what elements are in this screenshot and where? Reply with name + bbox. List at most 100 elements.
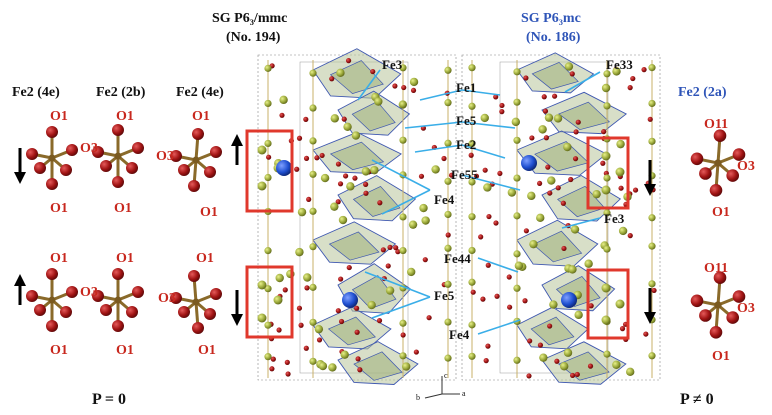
iron-atom [480, 113, 489, 123]
callout-fe33: Fe33 [606, 57, 633, 72]
oxygen-atom [270, 356, 276, 362]
site-label-fe2-2a: Fe2 (2a) [678, 85, 727, 100]
oxygen-atom [448, 172, 455, 178]
iron-atom [264, 285, 272, 293]
iron-atom [264, 173, 272, 182]
oxygen-atom [276, 327, 282, 333]
o1-label: O1 [114, 201, 132, 216]
iron-atom [275, 273, 284, 283]
oxygen-atom [192, 322, 204, 334]
callout-fe4: Fe4 [434, 192, 455, 207]
oxygen-atom [335, 161, 342, 167]
iron-atom [343, 122, 352, 131]
oxygen-atom [338, 318, 345, 325]
iron-atom [408, 220, 418, 229]
oxygen-atom [304, 285, 310, 291]
fe2-atom-highlighted [257, 313, 267, 323]
oxygen-atom [298, 322, 304, 328]
iron-atom [529, 239, 538, 249]
iron-atom [431, 165, 440, 174]
oxygen-atom [552, 93, 558, 99]
oxygen-atom [92, 146, 104, 158]
iron-atom [616, 139, 625, 149]
oxygen-atom [363, 190, 369, 196]
iron-atom [295, 247, 304, 257]
left-space-group-title: SG P6₃/mmc [212, 11, 288, 26]
iron-atom [603, 350, 611, 358]
iron-atom [361, 167, 371, 176]
callout-fe3: Fe3 [382, 57, 403, 72]
iron-atom [547, 176, 556, 185]
oxygen-atom [376, 318, 383, 324]
iron-atom [648, 242, 656, 250]
iron-atom [370, 165, 379, 175]
iron-atom [568, 265, 577, 274]
oxygen-atom [690, 294, 704, 308]
oxygen-atom [296, 135, 303, 141]
o1-label: O1 [712, 205, 730, 220]
oxygen-atom [499, 109, 505, 115]
iron-atom [399, 136, 407, 144]
oxygen-atom [641, 67, 647, 73]
iron-atom [468, 321, 476, 329]
iron-atom [564, 62, 574, 71]
iron-atom [399, 213, 407, 221]
oxygen-atom [346, 264, 352, 271]
iron-atom [513, 68, 521, 76]
callout-fe2: Fe2 [456, 137, 477, 152]
oxygen-atom [470, 289, 476, 295]
oxygen-atom [473, 173, 480, 179]
oxygen-atom [343, 173, 349, 179]
iron-atom [648, 280, 656, 288]
oxygen-atom [132, 142, 144, 154]
iron-atom [648, 214, 656, 222]
oxygen-atom [529, 135, 535, 141]
oxygen-atom [732, 148, 746, 161]
oxygen-atom [497, 170, 503, 177]
oxygen-atom [541, 94, 547, 100]
polyhedron-face [328, 231, 380, 261]
oxygen-atom [570, 372, 576, 379]
oxygen-atom [418, 173, 425, 179]
oxygen-atom [422, 257, 428, 263]
fe2-atom-highlighted [273, 295, 283, 305]
oxygen-atom [547, 190, 553, 196]
oxygen-atom [545, 164, 551, 170]
fe2-atom [48, 296, 56, 304]
oxygen-atom [400, 332, 406, 338]
oxygen-atom [34, 304, 46, 316]
oxygen-atom [468, 152, 474, 158]
oxygen-atom [632, 187, 639, 193]
oxygen-atom [363, 181, 369, 187]
fe2-atom [192, 298, 200, 306]
oxygen-atom [355, 356, 361, 362]
o3-label: O3 [737, 301, 755, 316]
polyhedron-face [351, 101, 396, 132]
oxygen-atom [178, 306, 190, 318]
iron-atom [309, 137, 317, 145]
iron-atom [648, 137, 656, 145]
site-label-fe2-4e-right: Fe2 (4e) [176, 85, 224, 100]
polyhedron-face [351, 275, 397, 310]
iron-atom [340, 350, 349, 359]
iron-atom [309, 318, 317, 326]
oxygen-atom [387, 244, 393, 250]
iron-atom [444, 139, 452, 147]
oxygen-atom [522, 298, 528, 304]
callout-fe1: Fe1 [456, 80, 477, 95]
o1-label: O1 [50, 343, 68, 358]
right-ba-atom-bottom [561, 292, 577, 308]
polyhedron-face [530, 316, 575, 346]
iron-atom [309, 207, 317, 215]
o3-label: O3 [158, 291, 176, 306]
oxygen-atom [26, 148, 38, 160]
oxygen-atom [499, 102, 505, 109]
fe2-atom [714, 301, 722, 309]
o11-label: O11 [704, 117, 729, 132]
iron-atom [419, 203, 428, 213]
oxygen-atom [188, 180, 200, 192]
polyhedron-face [329, 60, 384, 94]
oxygen-atom [294, 166, 300, 172]
oxygen-atom [573, 129, 579, 135]
oxygen-atom [445, 232, 451, 238]
